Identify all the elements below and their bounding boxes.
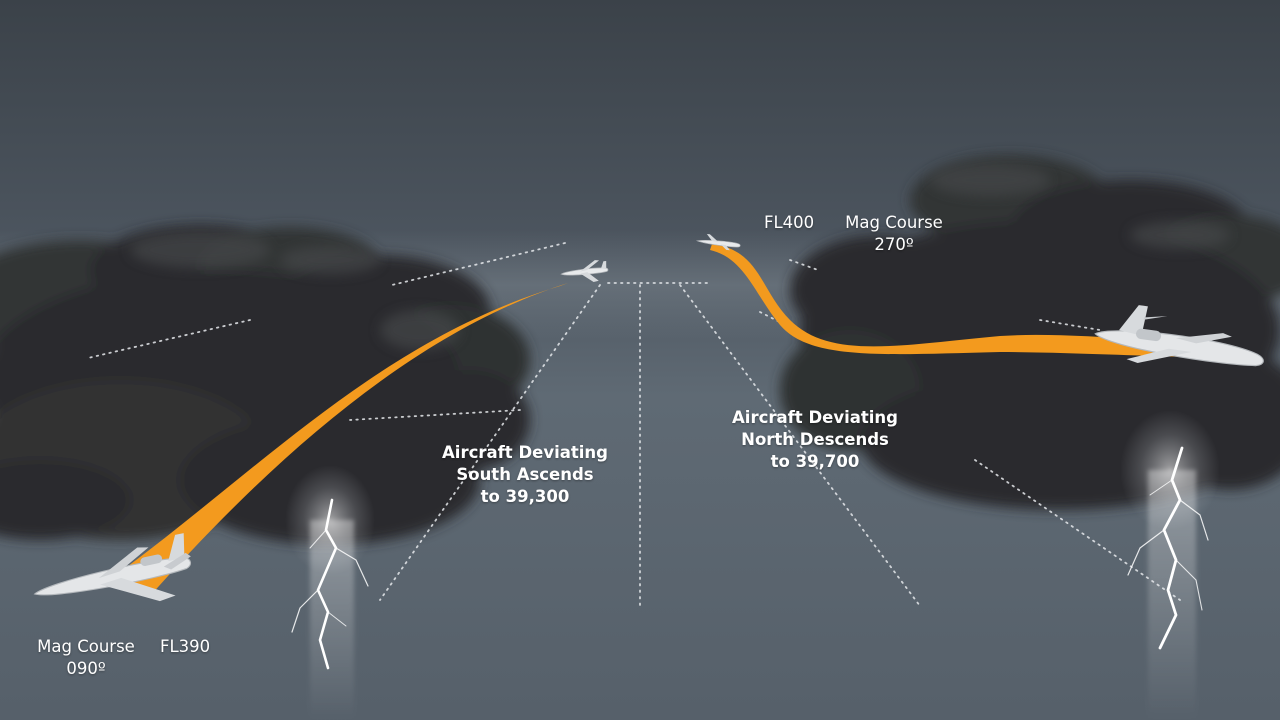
cloud-right-highlights [930,164,1230,249]
north-deviation-line1: Aircraft Deviating [732,408,898,427]
westbound-course-value: 270º [874,235,914,254]
rain-shaft-left [310,520,354,720]
eastbound-course-label: Mag Course [37,637,135,656]
eastbound-course-block: Mag Course 090º [26,636,146,680]
business-jet-icon [560,260,609,283]
business-jet-icon [1094,305,1264,367]
dotted-guide-lines [87,242,1181,607]
business-jet-icon [33,533,191,602]
south-deviation-line3: to 39,300 [480,487,570,506]
storm-cloud-right [780,155,1280,510]
eastbound-course-value: 090º [66,659,106,678]
business-jet-icon [695,233,741,251]
north-deviation-line3: to 39,700 [770,452,860,471]
lightning-bolt-icon [1127,446,1209,650]
south-deviation-note: Aircraft Deviating South Ascends to 39,3… [430,442,620,508]
north-deviation-note: Aircraft Deviating North Descends to 39,… [720,407,910,473]
westbound-course-label: Mag Course [845,213,943,232]
south-deviation-line1: Aircraft Deviating [442,443,608,462]
north-deviation-line2: North Descends [741,430,889,449]
westbound-altitude-label: FL400 [764,213,815,232]
eastbound-altitude-label: FL390 [160,637,211,656]
rain-shaft-right [1148,470,1196,720]
westbound-course-block: Mag Course 270º [834,212,954,256]
south-deviation-line2: South Ascends [456,465,594,484]
lightning-bolt-icon [291,498,369,670]
